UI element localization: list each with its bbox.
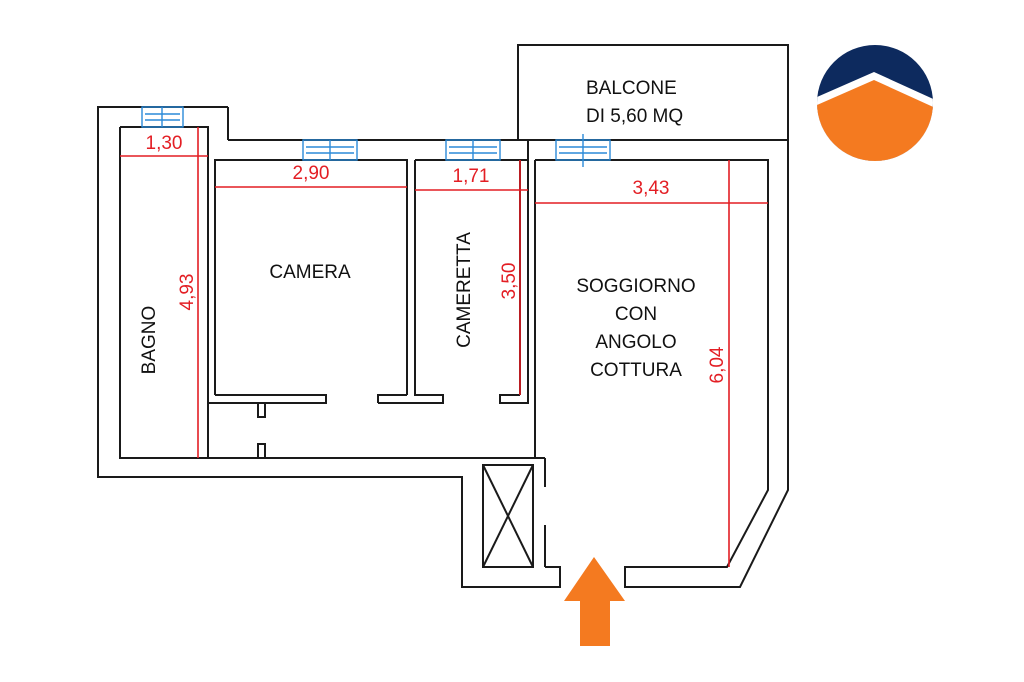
house-roof-logo xyxy=(817,45,933,161)
room-label-cameretta: CAMERETTA xyxy=(454,232,475,348)
dim-soggiorno-length: 6,04 xyxy=(707,346,728,383)
room-label-soggiorno-1: SOGGIORNO xyxy=(576,276,695,297)
dim-camera-width: 2,90 xyxy=(293,163,330,184)
elevator-shaft xyxy=(482,464,534,568)
room-label-soggiorno-2: CON xyxy=(615,304,657,325)
windows xyxy=(141,106,611,167)
dim-soggiorno-width: 3,43 xyxy=(633,178,670,199)
dim-bagno-width: 1,30 xyxy=(146,133,183,154)
walls xyxy=(97,44,789,588)
window-bagno xyxy=(141,106,184,128)
dim-cameretta-width: 1,71 xyxy=(453,166,490,187)
window-cameretta xyxy=(445,139,501,161)
room-label-bagno: BAGNO xyxy=(139,306,160,375)
up-arrow-icon xyxy=(564,557,625,646)
room-label-soggiorno-4: COTTURA xyxy=(590,360,682,381)
room-label-balcone-2: DI 5,60 MQ xyxy=(586,106,683,127)
window-camera xyxy=(302,139,358,161)
room-label-camera: CAMERA xyxy=(269,262,351,283)
dim-bagno-length: 4,93 xyxy=(177,274,198,311)
room-label-soggiorno-3: ANGOLO xyxy=(595,332,676,353)
dimension-lines xyxy=(120,127,768,567)
window-soggiorno xyxy=(555,134,611,167)
room-label-balcone-1: BALCONE xyxy=(586,78,677,99)
dim-cameretta-length: 3,50 xyxy=(499,263,520,300)
